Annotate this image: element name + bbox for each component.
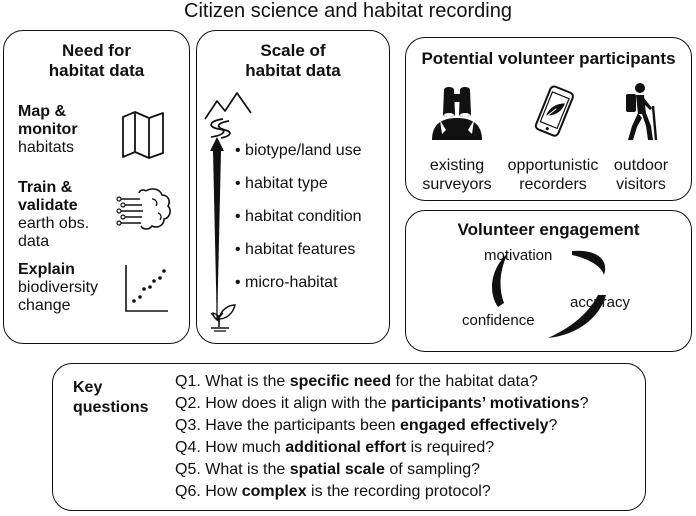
scale-item-label: micro-habitat — [245, 274, 338, 291]
question-item: Q1. What is the specific need for the ha… — [175, 372, 538, 392]
participant-label: outdoor visitors — [576, 156, 696, 194]
question-text: is the recording protocol? — [306, 483, 491, 500]
scale-item: • habitat features — [235, 241, 356, 258]
participant-label-line: surveyors — [422, 176, 492, 193]
need-item-bold: Explain — [18, 261, 75, 278]
participant-label: opportunistic recorders — [488, 156, 618, 194]
question-text: Q1. What is the — [175, 373, 290, 390]
question-text: Q3. Have the participants been — [175, 417, 401, 434]
participant-label-line: recorders — [519, 176, 587, 193]
need-item-train: Train & validate earth obs. data — [18, 179, 89, 251]
binoculars-person-icon — [432, 87, 482, 140]
engagement-confidence: confidence — [462, 312, 535, 329]
need-item-text: habitats — [18, 139, 75, 156]
need-item-map: Map & monitor habitats — [18, 103, 78, 157]
smartphone-leaf-icon — [534, 85, 574, 137]
question-text: Q5. What is the — [175, 461, 290, 478]
need-item-bold: Train & — [18, 179, 73, 196]
engagement-panel: Volunteer engagement motivation accuracy… — [405, 210, 692, 352]
question-text: of sampling? — [384, 461, 481, 478]
scale-panel: Scale of habitat data • biotype/land use… — [196, 30, 390, 344]
need-heading-line2: habitat data — [48, 61, 145, 80]
need-item-text: biodiversity — [18, 279, 99, 296]
scatter-plot-icon — [125, 265, 168, 312]
scale-item: • biotype/land use — [235, 142, 362, 159]
question-item: Q3. Have the participants been engaged e… — [175, 416, 557, 436]
participant-label-line: outdoor — [613, 157, 669, 174]
question-emphasis: participants’ motivations — [391, 395, 580, 412]
need-item-explain: Explain biodiversity change — [18, 261, 98, 315]
question-emphasis: additional effort — [285, 439, 407, 456]
need-item-text: change — [18, 297, 71, 314]
need-item-text: data — [18, 233, 50, 250]
engagement-motivation: motivation — [484, 247, 553, 264]
participant-label: existing surveyors — [392, 156, 522, 194]
question-text: ? — [548, 417, 558, 434]
participant-label-line: opportunistic — [507, 157, 599, 174]
scale-item: • habitat type — [235, 175, 328, 192]
question-emphasis: specific need — [289, 373, 392, 390]
diagram-title: Citizen science and habitat recording — [184, 0, 512, 22]
scale-item-label: habitat type — [245, 175, 328, 192]
scale-heading-line2: habitat data — [245, 61, 341, 80]
questions-label-line: questions — [73, 399, 149, 416]
folded-map-icon — [122, 111, 164, 159]
need-item-text: earth obs. — [18, 215, 90, 232]
question-item: Q6. How complex is the recording protoco… — [175, 482, 491, 502]
need-item-bold: monitor — [18, 121, 78, 138]
hiker-icon — [626, 83, 658, 141]
question-item: Q2. How does it align with the participa… — [175, 394, 589, 414]
question-item: Q5. What is the spatial scale of samplin… — [175, 460, 480, 480]
need-item-bold: validate — [18, 197, 78, 214]
question-item: Q4. How much additional effort is requir… — [175, 438, 494, 458]
scale-item-label: habitat features — [245, 241, 356, 258]
scale-item: • micro-habitat — [235, 274, 338, 291]
volunteer-panel: Potential volunteer participants existin… — [405, 37, 692, 201]
questions-label-line: Key — [73, 379, 103, 396]
scale-heading-line1: Scale of — [260, 41, 326, 60]
scale-item: • habitat condition — [235, 208, 362, 225]
scale-gradient-arrow — [210, 137, 224, 321]
need-panel: Need for habitat data Map & monitor habi… — [3, 30, 190, 344]
engagement-cycle-arrows — [492, 250, 606, 338]
engagement-heading: Volunteer engagement — [457, 220, 640, 239]
question-emphasis: complex — [241, 483, 307, 500]
question-text: Q4. How much — [175, 439, 286, 456]
volunteer-heading: Potential volunteer participants — [421, 49, 676, 68]
questions-label: Key questions — [73, 378, 149, 418]
brain-network-icon — [116, 188, 171, 230]
participant-label-line: visitors — [616, 176, 666, 193]
question-text: for the habitat data? — [391, 373, 538, 390]
questions-panel: Key questions Q1. What is the specific n… — [52, 363, 646, 511]
need-item-bold: Map & — [18, 103, 66, 120]
question-text: ? — [579, 395, 589, 412]
question-emphasis: engaged effectively — [400, 417, 549, 434]
scale-item-label: habitat condition — [245, 208, 362, 225]
sprout-icon — [211, 304, 236, 332]
question-text: Q2. How does it align with the — [175, 395, 392, 412]
question-text: is required? — [406, 439, 495, 456]
participant-label-line: existing — [429, 157, 485, 174]
mountain-landscape-icon — [204, 92, 252, 139]
question-text: Q6. How — [175, 483, 242, 500]
need-heading-line1: Need for — [62, 41, 131, 60]
engagement-accuracy: accuracy — [570, 294, 631, 311]
scale-item-label: biotype/land use — [245, 142, 362, 159]
question-emphasis: spatial scale — [289, 461, 385, 478]
